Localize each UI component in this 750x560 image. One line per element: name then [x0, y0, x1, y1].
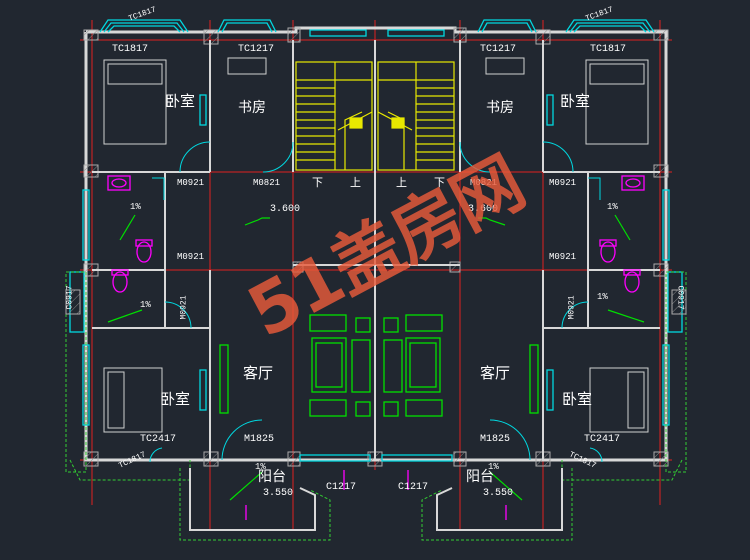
code-c1217-l: C1217 — [326, 482, 357, 493]
room-living-r: 客厅 — [480, 364, 511, 382]
code-m0921-6: M0921 — [567, 295, 577, 320]
code-tc1217-r: TC1217 — [480, 44, 517, 55]
room-living-l: 客厅 — [243, 364, 274, 382]
slope-label-3: 1% — [140, 300, 151, 310]
corner-pieces — [65, 289, 687, 315]
elevation-balcony-l: 3.550 — [263, 488, 294, 499]
code-c0917-r: C0917 — [675, 285, 685, 310]
code-m0921-5: M0921 — [179, 295, 189, 320]
slope-label-4: 1% — [597, 292, 608, 302]
bay-windows-top — [99, 19, 655, 37]
elevation-balcony-r: 3.550 — [483, 488, 514, 499]
room-bedroom-br: 卧室 — [562, 390, 593, 408]
room-study-r: 书房 — [486, 100, 514, 116]
code-tc1217-l: TC1217 — [238, 44, 275, 55]
code-m0921-2: M0921 — [549, 178, 577, 188]
room-study-l: 书房 — [238, 100, 266, 116]
code-m1825-r: M1825 — [480, 434, 511, 445]
code-c0917-l: C0917 — [65, 285, 75, 310]
code-m0821-r: M0821 — [470, 178, 498, 188]
door-swings — [149, 141, 603, 463]
stair-down-r: 下 — [434, 176, 445, 189]
room-bedroom-tl: 卧室 — [165, 92, 196, 110]
code-m0921-1: M0921 — [177, 178, 205, 188]
elevation-floor-l: 3.600 — [270, 204, 301, 215]
code-m0921-4: M0921 — [549, 252, 577, 262]
stair-up-r: 上 — [396, 176, 407, 189]
stairs — [295, 61, 455, 171]
wall-hatching — [83, 27, 669, 467]
elevation-floor-r: 3.600 — [468, 204, 499, 215]
slope-label-1: 1% — [130, 202, 141, 212]
stair-up-l: 上 — [350, 176, 361, 189]
bathroom-fixtures — [107, 175, 645, 520]
code-m1825-l: M1825 — [244, 434, 275, 445]
code-m0921-3: M0921 — [177, 252, 205, 262]
room-balcony-r: 阳台 — [466, 469, 494, 485]
code-tc2417-r: TC2417 — [584, 434, 621, 445]
slope-arrows — [107, 214, 645, 501]
slope-label-5: 1% — [255, 462, 266, 472]
living-furniture — [219, 314, 539, 417]
room-bedroom-bl: 卧室 — [160, 390, 191, 408]
balcony-walls — [189, 468, 563, 531]
room-bedroom-tr: 卧室 — [560, 92, 591, 110]
code-tc1817-r: TC1817 — [590, 44, 627, 55]
slope-label-6: 1% — [488, 462, 499, 472]
code-c1217-r: C1217 — [398, 482, 429, 493]
code-tc1817-l: TC1817 — [112, 44, 149, 55]
code-m0821-l: M0821 — [253, 178, 281, 188]
code-tc2417-l: TC2417 — [140, 434, 177, 445]
stair-down-l: 下 — [312, 176, 323, 189]
room-balcony-l: 阳台 — [258, 469, 286, 485]
slope-label-2: 1% — [607, 202, 618, 212]
beds — [103, 57, 649, 433]
